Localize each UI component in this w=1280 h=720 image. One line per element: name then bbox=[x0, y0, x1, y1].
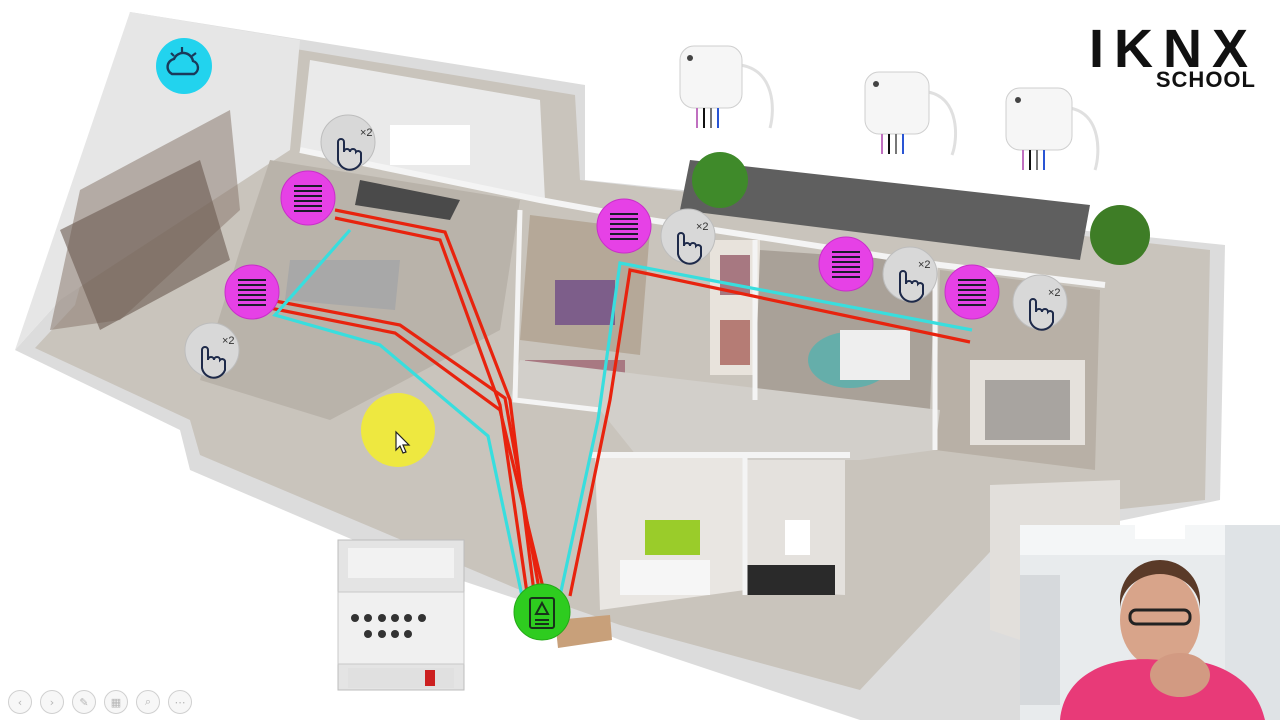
iknx-school-logo: IKNX SCHOOL bbox=[1058, 22, 1258, 94]
slide-controls: ‹ › ✎ ▦ ⌕ ⋯ bbox=[8, 690, 192, 716]
tap-hand-icon bbox=[337, 138, 362, 171]
mouse-pointer-icon bbox=[395, 430, 411, 454]
bus-wiring bbox=[269, 208, 973, 601]
double-tap-badge: ×2 bbox=[360, 127, 373, 139]
double-tap-badge: ×2 bbox=[918, 259, 931, 271]
tap-hand-icon bbox=[899, 270, 924, 303]
tap-hand-icon bbox=[677, 232, 702, 265]
blind-marker-master[interactable] bbox=[944, 264, 1000, 320]
pen-tool-button[interactable]: ✎ bbox=[72, 690, 96, 714]
next-slide-button[interactable]: › bbox=[40, 690, 64, 714]
logo-brand: IKNX bbox=[1088, 19, 1258, 79]
blind-icon bbox=[294, 185, 322, 212]
pen-icon: ✎ bbox=[79, 695, 89, 709]
gateway-marker[interactable] bbox=[513, 583, 571, 641]
double-tap-badge: ×2 bbox=[1048, 287, 1061, 299]
presenter-webcam bbox=[1020, 525, 1280, 720]
double-tap-badge: ×2 bbox=[222, 335, 235, 347]
blind-marker-dining[interactable] bbox=[280, 170, 336, 226]
blind-marker-living[interactable] bbox=[224, 264, 280, 320]
blind-icon bbox=[958, 279, 986, 306]
blind-marker-bedroom1[interactable] bbox=[596, 198, 652, 254]
magnifier-icon: ⌕ bbox=[144, 695, 152, 708]
pushbutton-marker-dining[interactable]: ×2 bbox=[320, 114, 376, 171]
pushbutton-marker-living[interactable]: ×2 bbox=[184, 322, 240, 379]
double-tap-badge: ×2 bbox=[696, 221, 709, 233]
blind-marker-babyroom[interactable] bbox=[818, 236, 874, 292]
chevron-right-icon: › bbox=[49, 695, 55, 709]
tap-hand-icon bbox=[1029, 298, 1054, 331]
knx-actuator-3 bbox=[1005, 87, 1100, 171]
weather-station-marker[interactable] bbox=[156, 38, 212, 94]
more-options-button[interactable]: ⋯ bbox=[168, 690, 192, 714]
grid-icon: ▦ bbox=[110, 695, 122, 709]
tap-hand-icon bbox=[201, 346, 226, 379]
chevron-left-icon: ‹ bbox=[17, 695, 23, 709]
logo-subtitle: SCHOOL bbox=[1155, 67, 1256, 92]
cloud-sun-icon bbox=[166, 51, 200, 76]
presenter-cursor bbox=[361, 393, 435, 467]
pushbutton-marker-bedroom1[interactable]: ×2 bbox=[660, 208, 716, 265]
knx-actuator-2 bbox=[864, 71, 958, 156]
knx-actuator-1 bbox=[679, 45, 774, 129]
zoom-button[interactable]: ⌕ bbox=[136, 690, 160, 714]
control-cabinet-icon bbox=[529, 597, 555, 629]
pushbutton-marker-master[interactable]: ×2 bbox=[1012, 274, 1068, 331]
blind-icon bbox=[610, 213, 638, 240]
pushbutton-marker-babyroom[interactable]: ×2 bbox=[882, 246, 938, 303]
slides-grid-button[interactable]: ▦ bbox=[104, 690, 128, 714]
blind-icon bbox=[238, 279, 266, 306]
blind-icon bbox=[832, 251, 860, 278]
din-rail-actuator bbox=[337, 539, 465, 691]
previous-slide-button[interactable]: ‹ bbox=[8, 690, 32, 714]
more-icon: ⋯ bbox=[174, 695, 186, 709]
